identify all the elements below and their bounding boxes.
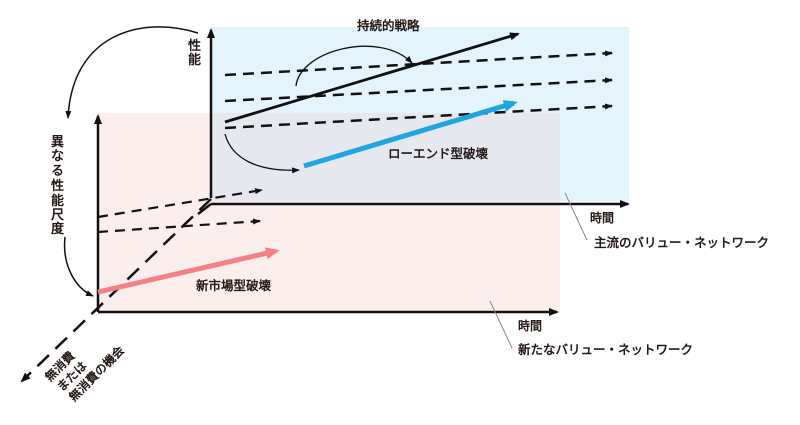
- market-demand-line-1: [224, 50, 613, 77]
- new-network-label: 新たなバリュー・ネットワーク: [518, 342, 693, 357]
- overlap-panel: [211, 113, 560, 201]
- svg-text:る: る: [51, 164, 64, 179]
- svg-text:度: 度: [51, 221, 65, 237]
- main-y-axis-label-2: 能: [188, 52, 201, 68]
- sustaining-label: 持続的戦略: [357, 18, 420, 33]
- svg-text:な: な: [51, 149, 64, 164]
- depth-axis-solid: [197, 203, 212, 215]
- new-x-axis-label: 時間: [518, 318, 542, 333]
- svg-text:性: 性: [51, 178, 64, 194]
- new-network-leader: [489, 300, 513, 349]
- svg-text:異: 異: [51, 135, 64, 150]
- main-y-axis-label-1: 性: [188, 38, 201, 54]
- lowend-disruption-arrow: [303, 100, 518, 169]
- sustaining-trajectory: [224, 32, 520, 124]
- measure-shift-curve-arrow: [63, 236, 94, 297]
- main-x-axis-label: 時間: [590, 210, 614, 225]
- lowend-curve-arrow: [224, 133, 300, 174]
- main-network-leader: [564, 192, 588, 241]
- different-measure-label: 異 な る 性 能 尺 度: [51, 135, 65, 237]
- sustaining-curve-arrow: [295, 45, 413, 87]
- market-demand-line-2: [224, 77, 613, 103]
- performance-shift-curve-arrow: [65, 26, 199, 119]
- market-demand-line-3: [224, 103, 613, 130]
- svg-text:尺: 尺: [51, 208, 64, 223]
- nonconsumption-label: 無消費 または 無消費の機会: [42, 342, 128, 404]
- lowend-label: ローエンド型破壊: [388, 146, 489, 161]
- newmarket-disruption-arrow: [97, 247, 280, 295]
- newmarket-label: 新市場型破壊: [196, 278, 272, 293]
- svg-text:能: 能: [51, 193, 64, 209]
- main-network-label: 主流のバリュー・ネットワーク: [594, 235, 769, 250]
- new-dashed-line-1: [97, 188, 263, 219]
